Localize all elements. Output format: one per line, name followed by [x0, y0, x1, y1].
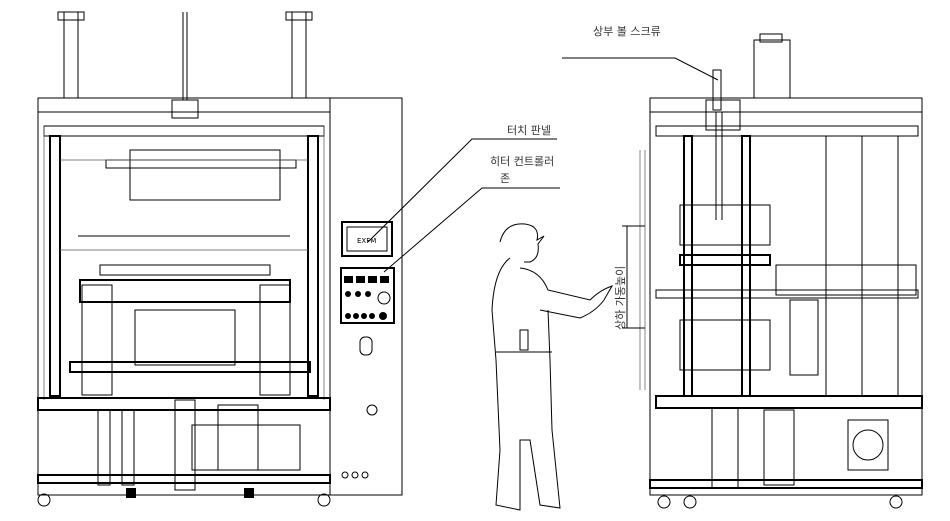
control-cabinet: EXFM: [329, 97, 403, 496]
dimension-vertical-travel: 상하 가동높이: [613, 225, 645, 330]
panel-screen-text: EXFM: [357, 237, 376, 245]
annotation-upper-ball-screw: 상부 볼 스크류: [562, 25, 719, 81]
label-upper-ball-screw: 상부 볼 스크류: [593, 25, 661, 38]
label-touch-panel: 터치 판넬: [507, 124, 551, 137]
annotation-touch-panel: 터치 판넬: [367, 124, 557, 243]
touch-panel-screen: [341, 221, 393, 257]
label-vertical-travel-height: 상하 가동높이: [613, 266, 627, 330]
label-heater-controller-line1: 히터 컨트롤러: [490, 154, 554, 168]
side-view-machine: [639, 33, 923, 509]
heater-controller-panel: [340, 267, 395, 324]
annotation-heater-controller-zone: 히터 컨트롤러 존: [383, 154, 560, 273]
operator-figure: [491, 223, 614, 511]
front-view-machine: [37, 11, 331, 507]
label-heater-controller-line2: 존: [500, 172, 510, 185]
